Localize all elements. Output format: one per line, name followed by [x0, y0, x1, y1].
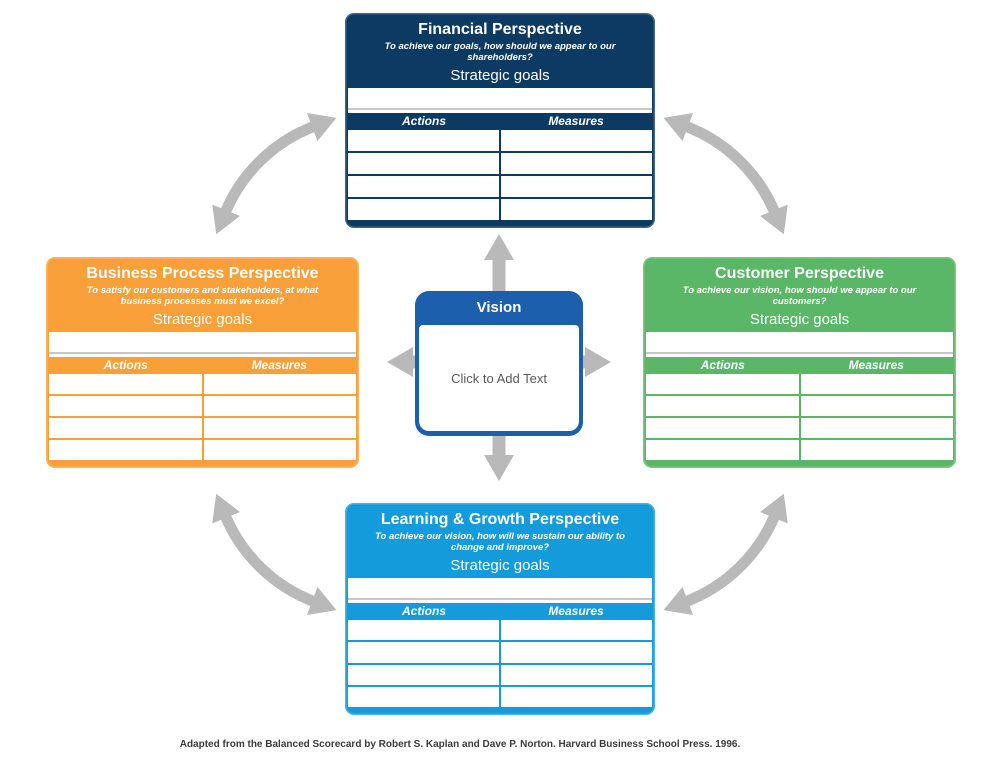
- measures-cell[interactable]: [499, 176, 652, 197]
- measures-cell[interactable]: [499, 642, 652, 663]
- curved-arrow-bottom-right-icon: [663, 493, 788, 615]
- divider: [348, 108, 652, 113]
- divider: [49, 352, 356, 357]
- customer-perspective-card: Customer Perspective To achieve our visi…: [643, 257, 956, 468]
- table-header: Actions Measures: [646, 357, 953, 374]
- table-row: [49, 440, 356, 460]
- business-process-goals-label: Strategic goals: [152, 311, 253, 328]
- actions-cell[interactable]: [348, 199, 499, 220]
- table-row: [348, 686, 652, 707]
- table-row: [49, 396, 356, 416]
- table-header: Actions Measures: [348, 113, 652, 130]
- table-row: [49, 374, 356, 394]
- table-row: [348, 130, 652, 151]
- measures-cell[interactable]: [798, 440, 954, 460]
- measures-cell[interactable]: [499, 153, 652, 174]
- customer-question: To achieve our vision, how should we app…: [682, 285, 917, 307]
- curved-arrow-top-left-icon: [212, 113, 337, 235]
- table-row: [49, 418, 356, 438]
- actions-cell[interactable]: [348, 687, 499, 707]
- financial-title: Financial Perspective: [418, 21, 582, 38]
- actions-cell[interactable]: [49, 374, 202, 394]
- learning-growth-perspective-card: Learning & Growth Perspective To achieve…: [345, 503, 655, 715]
- actions-cell[interactable]: [348, 130, 499, 151]
- table-header: Actions Measures: [49, 357, 356, 374]
- measures-cell[interactable]: [499, 199, 652, 220]
- business-process-title: Business Process Perspective: [86, 265, 319, 282]
- measures-cell[interactable]: [499, 130, 652, 151]
- measures-cell[interactable]: [798, 396, 954, 416]
- customer-table: Actions Measures: [646, 357, 953, 460]
- table-row: [348, 153, 652, 174]
- financial-col-actions: Actions: [401, 114, 446, 128]
- table-row: [348, 620, 652, 641]
- source-caption: Adapted from the Balanced Scorecard by R…: [179, 739, 741, 750]
- measures-cell[interactable]: [798, 374, 954, 394]
- business-process-goals-input[interactable]: [49, 332, 356, 352]
- actions-cell[interactable]: [348, 176, 499, 197]
- business-process-perspective-card: Business Process Perspective To satisfy …: [46, 257, 359, 468]
- table-row: [646, 440, 953, 460]
- actions-cell[interactable]: [49, 396, 202, 416]
- actions-cell[interactable]: [646, 396, 799, 416]
- customer-goals-input[interactable]: [646, 332, 953, 352]
- customer-goals-label: Strategic goals: [749, 311, 850, 328]
- actions-cell[interactable]: [348, 620, 499, 640]
- actions-cell[interactable]: [646, 374, 799, 394]
- measures-cell[interactable]: [201, 440, 357, 460]
- financial-table: Actions Measures: [348, 113, 652, 220]
- learning-growth-col-actions: Actions: [401, 604, 446, 618]
- vision-title: Vision: [476, 299, 522, 316]
- table-row: [646, 374, 953, 394]
- measures-cell[interactable]: [201, 396, 357, 416]
- customer-title: Customer Perspective: [715, 265, 884, 282]
- measures-cell[interactable]: [201, 374, 357, 394]
- measures-cell[interactable]: [499, 686, 652, 707]
- table-header: Actions Measures: [348, 603, 652, 620]
- financial-perspective-card: Financial Perspective To achieve our goa…: [345, 13, 655, 228]
- financial-goals-label: Strategic goals: [450, 67, 550, 84]
- measures-cell[interactable]: [201, 418, 357, 438]
- financial-goals-input[interactable]: [348, 88, 652, 108]
- table-row: [348, 642, 652, 663]
- table-row: [348, 176, 652, 197]
- business-process-table: Actions Measures: [49, 357, 356, 460]
- actions-cell[interactable]: [348, 642, 499, 662]
- vision-text-placeholder[interactable]: Click to Add Text: [419, 325, 579, 431]
- divider: [646, 352, 953, 357]
- actions-cell[interactable]: [348, 153, 499, 174]
- table-row: [646, 396, 953, 416]
- actions-cell[interactable]: [49, 418, 202, 438]
- financial-question: To achieve our goals, how should we appe…: [384, 41, 616, 63]
- table-row: [646, 418, 953, 438]
- learning-growth-col-measures: Measures: [548, 604, 604, 618]
- curved-arrow-top-right-icon: [663, 113, 788, 235]
- business-process-col-measures: Measures: [251, 358, 307, 372]
- curved-arrow-bottom-left-icon: [212, 493, 337, 615]
- actions-cell[interactable]: [348, 665, 499, 685]
- customer-col-actions: Actions: [700, 358, 745, 372]
- measures-cell[interactable]: [499, 620, 652, 641]
- vision-card: Vision Click to Add Text: [415, 291, 583, 436]
- learning-growth-question: To achieve our vision, how will we susta…: [375, 531, 625, 553]
- learning-growth-table: Actions Measures: [348, 603, 652, 707]
- actions-cell[interactable]: [646, 418, 799, 438]
- business-process-col-actions: Actions: [103, 358, 148, 372]
- customer-col-measures: Measures: [848, 358, 904, 372]
- measures-cell[interactable]: [499, 664, 652, 685]
- learning-growth-goals-input[interactable]: [348, 578, 652, 598]
- financial-col-measures: Measures: [548, 114, 604, 128]
- learning-growth-goals-label: Strategic goals: [450, 557, 550, 574]
- actions-cell[interactable]: [646, 440, 799, 460]
- table-row: [348, 199, 652, 220]
- learning-growth-title: Learning & Growth Perspective: [380, 511, 620, 528]
- divider: [348, 598, 652, 603]
- measures-cell[interactable]: [798, 418, 954, 438]
- actions-cell[interactable]: [49, 440, 202, 460]
- table-row: [348, 664, 652, 685]
- business-process-question: To satisfy our customers and stakeholder…: [86, 285, 319, 307]
